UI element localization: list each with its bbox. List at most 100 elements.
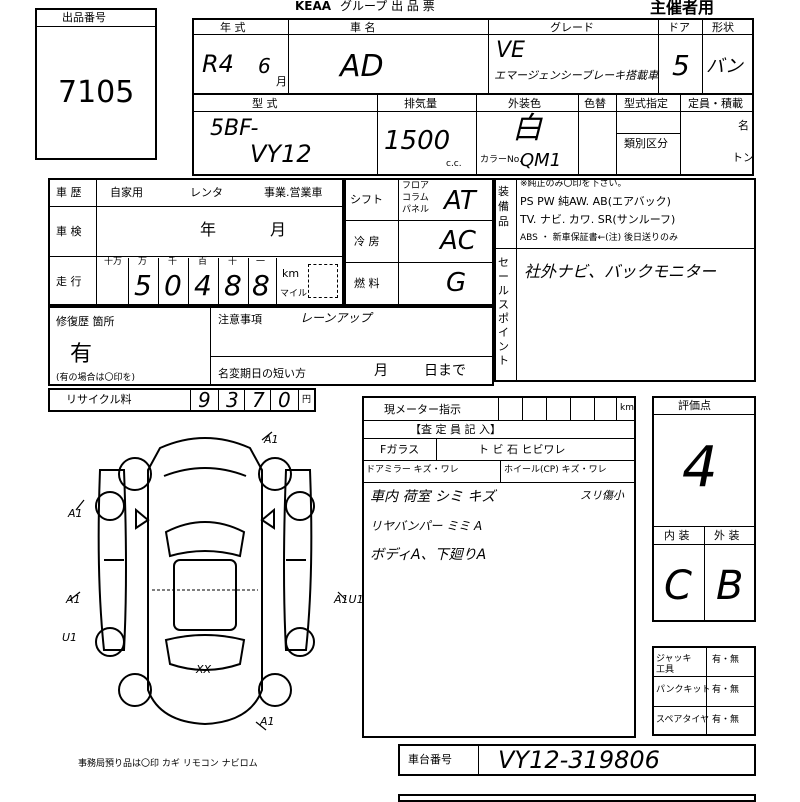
car-name-value: AD [340, 49, 384, 84]
recycle-label: リサイクル料 [66, 393, 132, 406]
repair-grid [48, 306, 494, 386]
aircon-value: AC [440, 226, 476, 256]
equipment-line-2: TV. ナビ. カワ. SR(サンルーフ) [520, 213, 676, 226]
digit-label-1k: 千 [168, 257, 178, 267]
shift-column: コラム [402, 193, 429, 203]
digit-label-100: 百 [198, 257, 208, 267]
mark-left-door: A1 [68, 507, 83, 520]
mileage-digit-6: 8 [252, 269, 270, 302]
recycle-digit-3: 7 [252, 388, 265, 412]
shift-label: シフト [350, 193, 383, 206]
color-no-value: QM1 [520, 150, 562, 171]
digit-label-10: 十 [228, 257, 238, 267]
exterior-color-label: 外装色 [508, 97, 541, 110]
mark-front-right: A1 [264, 433, 279, 446]
mark-left-front: A1 [66, 593, 81, 606]
model-label: 型 式 [252, 97, 278, 110]
lot-number: 7105 [58, 75, 135, 110]
capacity-person-unit: 名 [738, 119, 749, 132]
grade-interior-value: C [664, 563, 692, 609]
inspection-month-unit: 月 [270, 220, 287, 239]
inspector-note-4: ボディA、下廻りA [370, 547, 487, 563]
grade-overall: 4 [682, 435, 718, 500]
inspector-title: 【査 定 員 記 入】 [410, 423, 501, 436]
repair-note: (有の場合は〇印を) [56, 373, 136, 383]
recycle-grid [48, 388, 316, 412]
history-grid [48, 178, 344, 306]
grade-exterior-value: B [716, 563, 744, 609]
mileage-digit-4: 4 [194, 269, 212, 302]
lot-label: 出品番号 [62, 11, 106, 24]
equipment-line-3: ABS ・ 新車保証書←(注) 後日送りのみ [520, 233, 679, 243]
sales-point-label: セールスポイント [498, 256, 509, 367]
inspection-label: 車 検 [56, 225, 82, 238]
tools-box [652, 646, 756, 736]
sheet-title: グループ 出 品 票 [340, 0, 435, 13]
mileage-digit-3: 0 [164, 269, 182, 302]
inspection-year-unit: 年 [200, 220, 217, 239]
displacement-value: 1500 [384, 126, 451, 156]
spare-tire-value: 有・無 [712, 715, 740, 725]
brand: KEAA [295, 0, 332, 13]
chassis-box [398, 744, 756, 776]
color-no-label: カラーNo. [480, 155, 522, 165]
capacity-label: 定員・積載 [688, 97, 743, 110]
history-business: 事業.営業車 [264, 186, 323, 199]
history-rental: レンタ [190, 186, 223, 199]
short-registration-month: 月 [374, 363, 388, 379]
equipment-line-1: PS PW 純AW. AB(エアバック) [520, 195, 671, 208]
drivetrain-grid [344, 178, 494, 306]
displacement-unit: c.c. [446, 159, 462, 169]
body-shape-label: 形状 [712, 21, 734, 34]
shift-value: AT [444, 186, 476, 216]
grade-interior-label: 内 装 [664, 529, 690, 542]
recycle-unit: 円 [302, 395, 312, 405]
digit-label-100k: 十万 [104, 257, 123, 267]
fuel-value: G [446, 268, 467, 298]
mileage-unit-km: km [282, 267, 300, 280]
model-value-2: VY12 [250, 140, 312, 168]
capacity-ton-unit: トン [732, 151, 754, 164]
caution-label: 注意事項 [218, 313, 262, 326]
equipment-note: ※純正のみ〇印を下さい。 [520, 179, 627, 189]
mileage-unit-mile: マイル [280, 289, 308, 299]
mark-right-side: A1U1 [334, 593, 364, 606]
recycle-digit-4: 0 [278, 388, 291, 412]
inspector-box [362, 396, 636, 738]
inspector-note-2: スリ傷小 [580, 489, 624, 502]
year-month: 6 [258, 54, 271, 78]
doors-value: 5 [672, 49, 690, 82]
type-designation-label: 型式指定 [624, 97, 668, 110]
short-registration-label: 名変期日の短い方 [218, 367, 306, 380]
model-value-1: 5BF- [210, 116, 259, 141]
mileage-check-box [308, 264, 338, 298]
year-label: 年 式 [220, 21, 246, 34]
caution-value: レーンアップ [300, 311, 372, 325]
grade-value-2: エマージェンシーブレーキ搭載車 [494, 69, 659, 82]
chassis-label: 車台番号 [408, 753, 452, 766]
office-note: 事務局預り品は〇印 カギ リモコン ナビロム [78, 759, 258, 769]
puncture-kit-value: 有・無 [712, 685, 740, 695]
digit-label-1: 一 [256, 257, 266, 267]
host-label: 主催者用 [650, 0, 715, 17]
grade-value-1: VE [496, 38, 525, 63]
grade-score-label: 評価点 [678, 399, 711, 412]
repair-label: 修復歴 箇所 [56, 315, 115, 328]
recycle-digit-1: 9 [198, 388, 211, 412]
mark-rear: XX [196, 663, 212, 676]
glass-label: Fガラス [380, 443, 420, 456]
mirror-label: ドアミラー キズ・ワレ [366, 465, 459, 475]
jack-label: ジャッキ工具 [656, 654, 692, 675]
inspector-note-1: 車内 荷室 シミ キズ [370, 489, 496, 505]
car-name-label: 車 名 [350, 21, 376, 34]
spare-tire-label: スペアタイヤ [656, 715, 710, 725]
lot-box [35, 8, 157, 160]
displacement-label: 排気量 [404, 97, 437, 110]
short-registration-day: 日まで [424, 363, 466, 379]
shift-floor: フロア [402, 181, 430, 191]
wheel-label: ホイール(CP) キズ・ワレ [504, 465, 607, 475]
color-change-label: 色替 [584, 97, 606, 110]
mileage-digit-2: 5 [134, 269, 152, 302]
mark-left-rear: U1 [62, 631, 78, 644]
